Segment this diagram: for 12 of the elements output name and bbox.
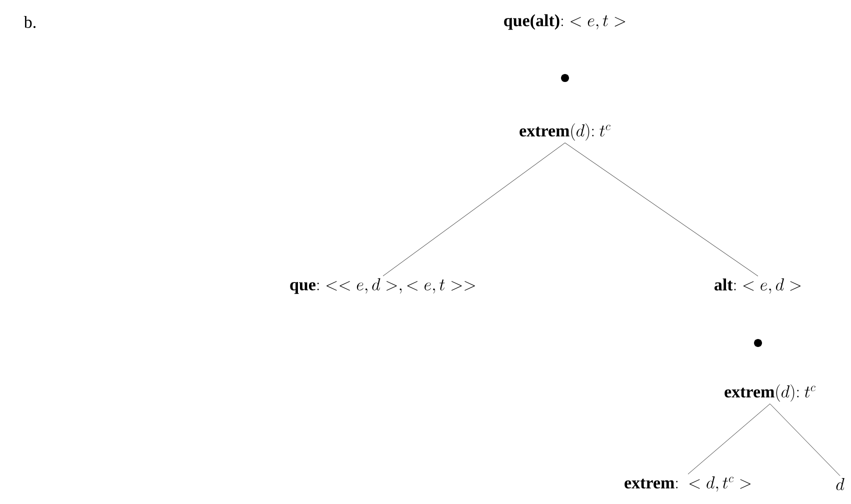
panel-letter: b. [24,16,36,28]
tree-node-label: $\textbf{alt}{:}< e,d >$ [714,278,801,294]
tree-node-label: $\textbf{que}{:}<< e,d >,< e,t >>$ [290,278,475,294]
tree-node-label: $\textbf{que(alt)}{:}< e,t >$ [504,14,626,30]
tree-node-label: $\textbf{extrem}{:}\ < d,t^c >$ [624,476,751,492]
tree-node-label: $d$ [836,478,844,490]
tree-branch [770,404,840,476]
tree-branch [688,404,770,474]
tree-branch [382,142,566,276]
tree-node-label: $\textbf{extrem}(d){:}\ t^c$ [520,123,610,141]
tree-node-label: $\textbf{extrem}(d){:}\ t^c$ [724,384,816,402]
tree-branch [564,142,758,276]
